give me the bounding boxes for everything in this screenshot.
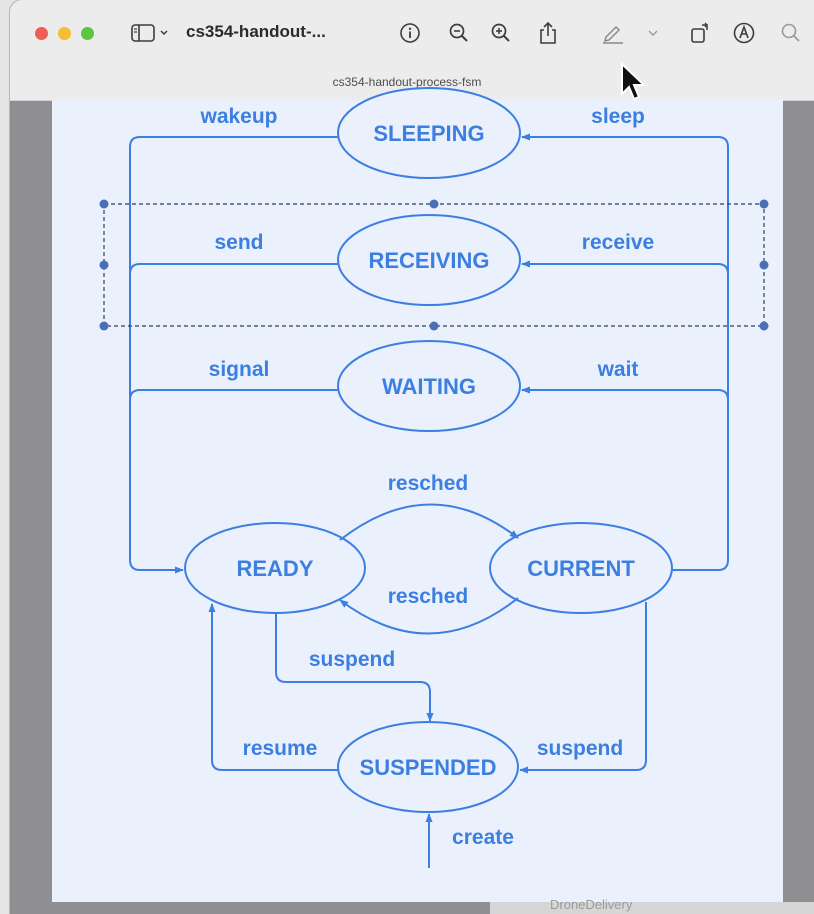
state-current[interactable]	[489, 522, 673, 614]
zoom-button[interactable]	[81, 27, 94, 40]
document-title: cs354-handout-...	[186, 22, 326, 41]
selection-handle[interactable]	[759, 199, 769, 209]
state-waiting-label: WAITING	[382, 374, 476, 399]
info-icon	[400, 23, 420, 43]
highlight-menu-button[interactable]	[646, 18, 660, 48]
edge-resched-ready-to-current	[339, 503, 519, 541]
label-create: create	[452, 826, 514, 849]
selection-handle[interactable]	[429, 199, 439, 209]
sidebar-toggle-button[interactable]	[130, 18, 170, 48]
state-ready-label: READY	[236, 556, 313, 581]
state-waiting[interactable]	[337, 340, 521, 432]
share-button[interactable]	[535, 18, 561, 48]
zoom-out-icon	[449, 23, 468, 42]
state-sleeping[interactable]	[337, 87, 521, 179]
chevron-down-icon	[648, 30, 658, 36]
rotate-button[interactable]	[687, 18, 713, 48]
label-resched-bottom: resched	[388, 585, 469, 608]
label-signal: signal	[209, 358, 270, 381]
close-button[interactable]	[35, 27, 48, 40]
selection-handle[interactable]	[99, 199, 109, 209]
transition-labels: wakeup sleep send receive signal wait re…	[199, 105, 654, 849]
markup-icon	[733, 22, 755, 44]
selection-handle[interactable]	[759, 321, 769, 331]
selection-handle[interactable]	[99, 321, 109, 331]
edge-resched-current-to-ready	[339, 597, 519, 635]
pencil-icon	[603, 25, 623, 44]
edge-send	[129, 263, 338, 560]
state-receiving-label: RECEIVING	[368, 248, 489, 273]
label-receive: receive	[582, 231, 654, 254]
edge-receive	[521, 260, 729, 275]
edge-wakeup	[129, 136, 338, 574]
state-suspended-label: SUSPENDED	[360, 755, 497, 780]
label-wakeup: wakeup	[199, 105, 277, 128]
edge-resume	[208, 603, 338, 771]
search-button[interactable]	[779, 18, 803, 48]
state-receiving[interactable]	[337, 214, 521, 306]
state-suspended[interactable]	[337, 721, 519, 813]
background-item-label: DroneDelivery	[550, 897, 633, 912]
highlight-button[interactable]	[600, 18, 626, 48]
minimize-button[interactable]	[58, 27, 71, 40]
label-resched-top: resched	[388, 472, 469, 495]
label-suspend-ready: suspend	[309, 648, 395, 671]
state-ready[interactable]	[184, 522, 366, 614]
transition-edges	[129, 133, 729, 868]
background-window-strip	[490, 902, 814, 914]
titlebar: cs354-handout-...	[10, 0, 814, 101]
edge-wait	[521, 386, 729, 401]
rotate-icon	[691, 22, 708, 43]
selection-handle[interactable]	[429, 321, 439, 331]
selection-handle[interactable]	[759, 260, 769, 270]
zoom-out-button[interactable]	[446, 18, 472, 48]
sidebar-icon	[131, 24, 168, 42]
label-sleep: sleep	[591, 105, 645, 128]
document-subtitle: cs354-handout-process-fsm	[332, 75, 482, 89]
info-button[interactable]	[397, 18, 423, 48]
state-nodes	[184, 87, 673, 813]
share-icon	[540, 21, 556, 44]
selection-box[interactable]	[99, 199, 769, 331]
state-labels: SLEEPING RECEIVING WAITING READY CURRENT…	[236, 121, 635, 780]
search-icon	[781, 23, 800, 42]
zoom-in-button[interactable]	[488, 18, 514, 48]
label-send: send	[214, 231, 263, 254]
zoom-in-icon	[491, 23, 510, 42]
label-resume: resume	[243, 737, 318, 760]
edge-sleep	[521, 133, 729, 571]
edge-signal	[129, 389, 338, 560]
state-sleeping-label: SLEEPING	[373, 121, 484, 146]
state-current-label: CURRENT	[527, 556, 635, 581]
label-wait: wait	[597, 358, 639, 381]
edge-suspend-from-ready	[275, 614, 434, 722]
label-suspend-current: suspend	[537, 737, 623, 760]
edge-suspend-from-current	[519, 602, 647, 774]
markup-button[interactable]	[731, 18, 757, 48]
mouse-pointer-icon	[621, 62, 647, 101]
selection-handle[interactable]	[99, 260, 109, 270]
